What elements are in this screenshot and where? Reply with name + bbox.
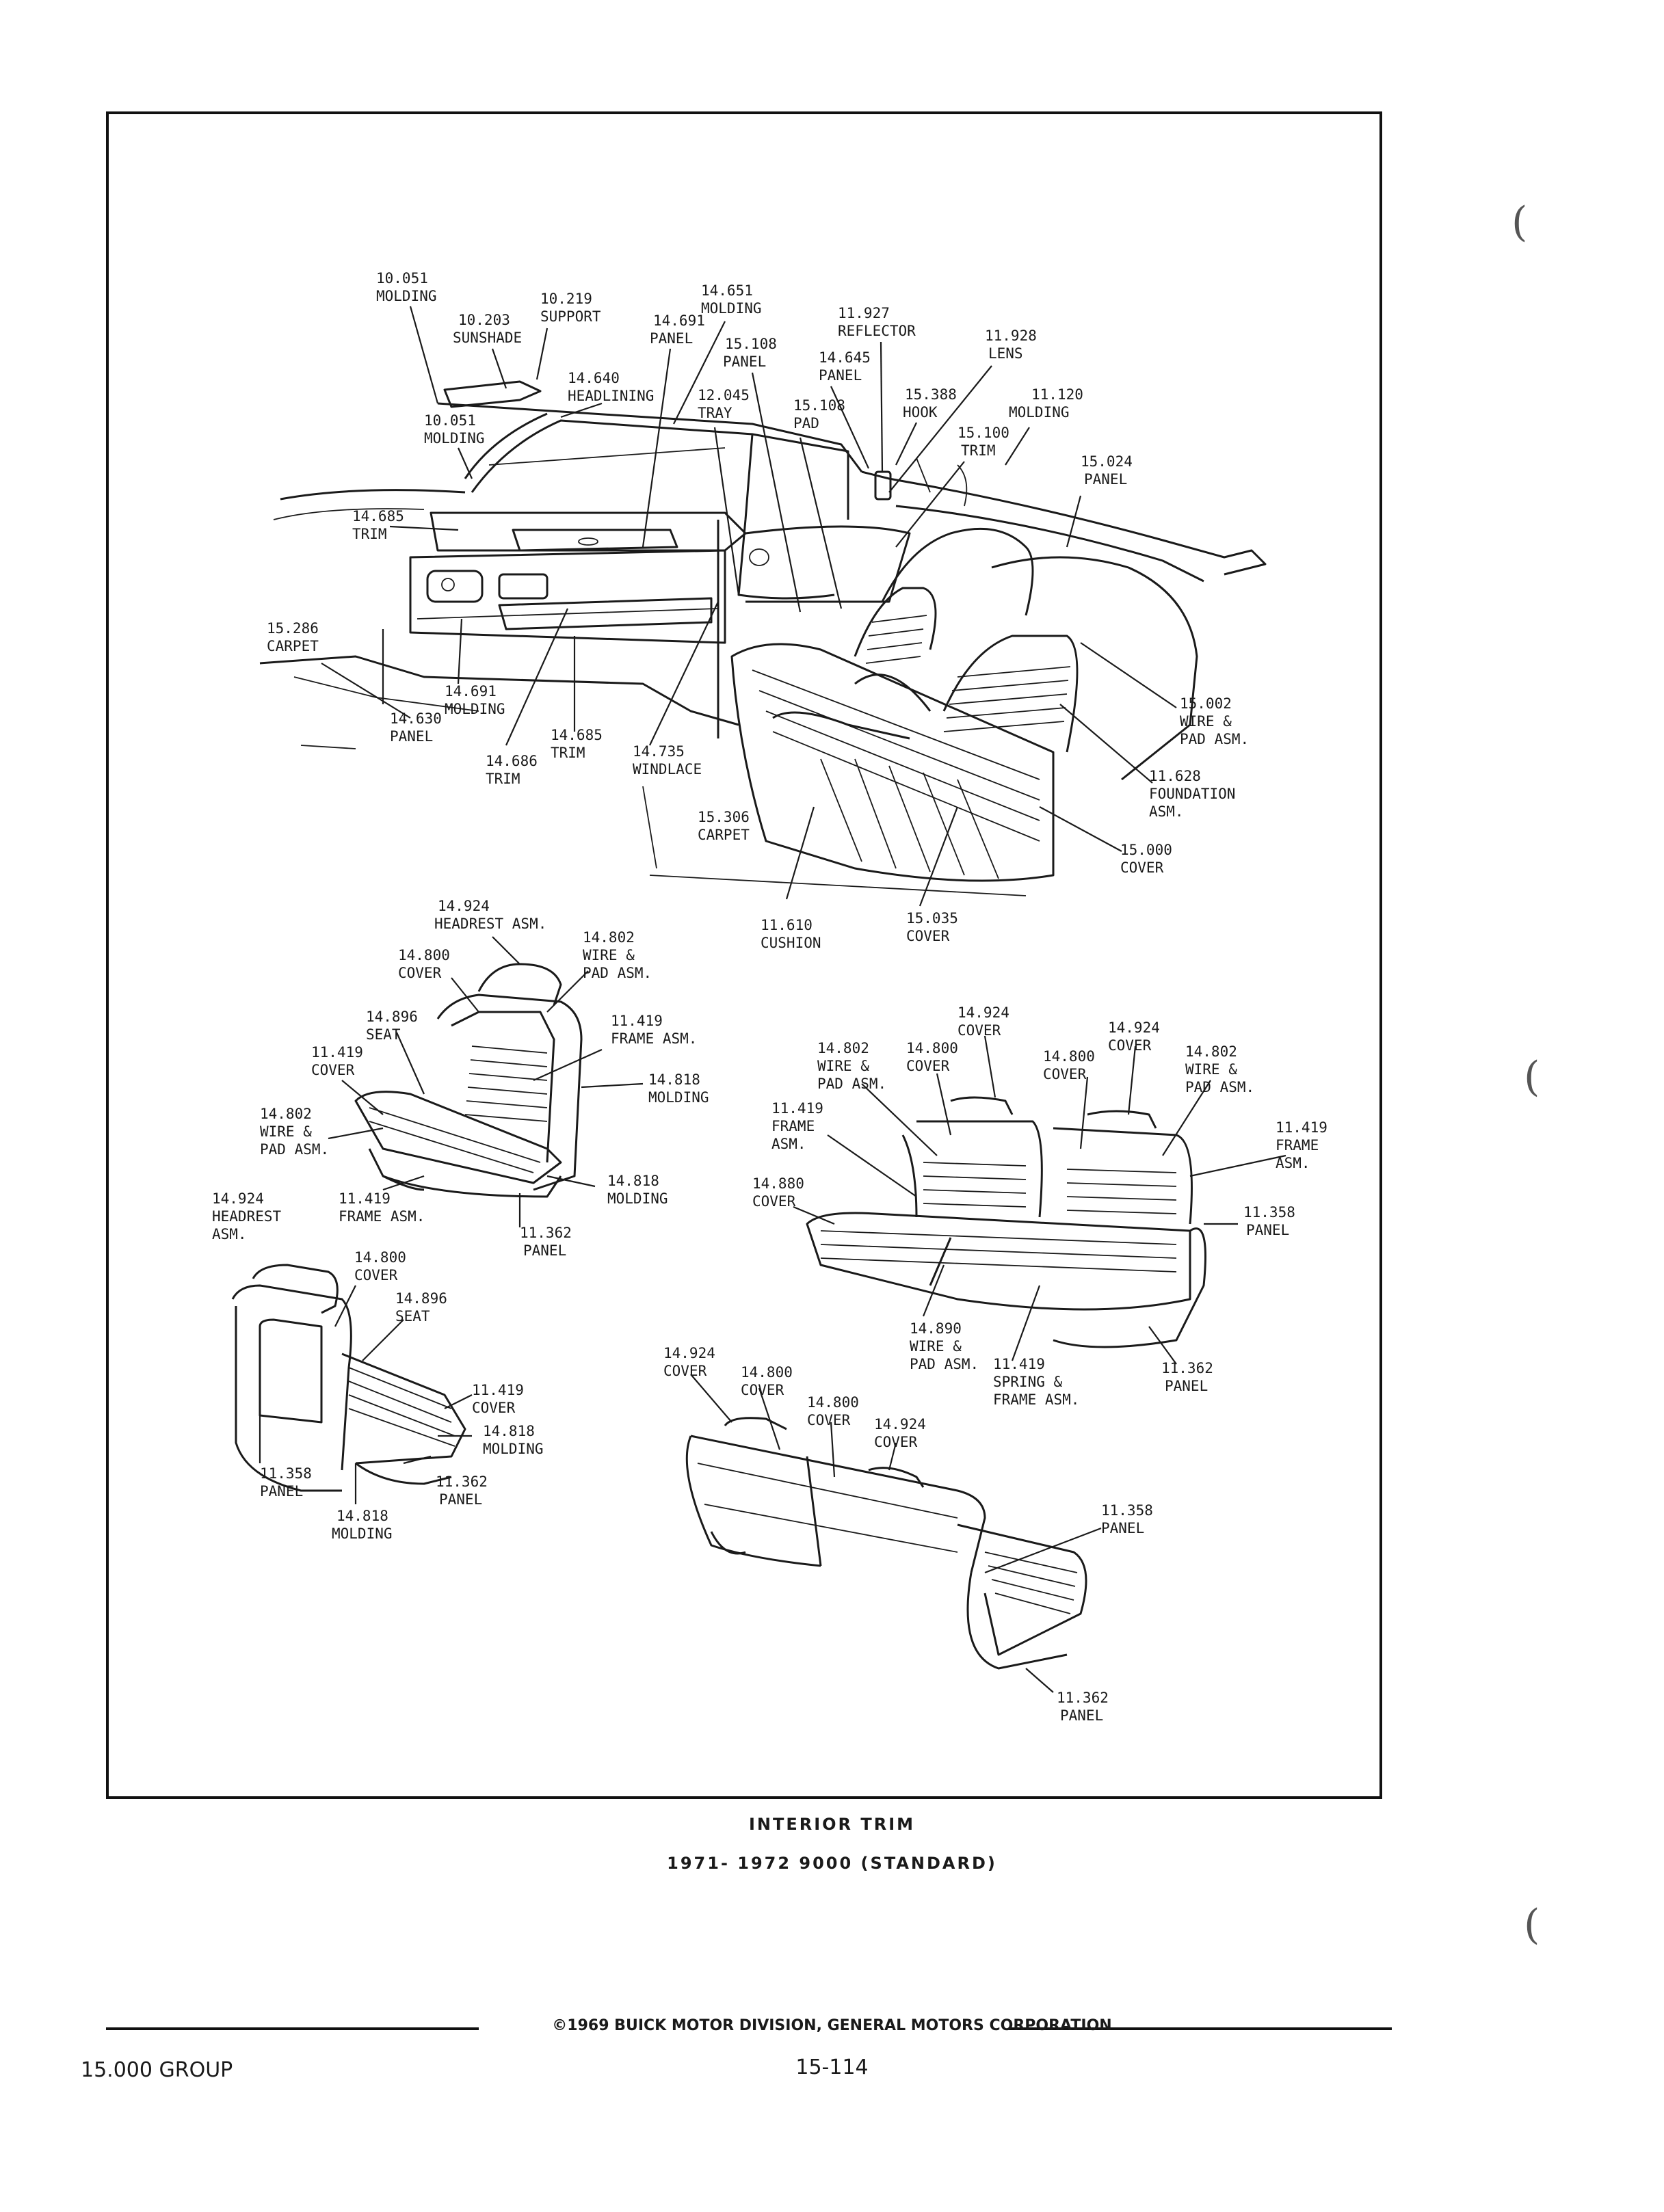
bucket-seat-illustration: [354, 963, 583, 1198]
diagram-frame: [106, 111, 1382, 1799]
margin-mark: (: [1524, 1053, 1540, 1101]
dashboard-illustration: [259, 380, 1267, 896]
footer-rule-left: [106, 2027, 479, 2030]
page-number: 15-114: [795, 2055, 869, 2079]
copyright-notice: ©1969 BUICK MOTOR DIVISION, GENERAL MOTO…: [552, 2017, 1112, 2034]
leader-lines: [259, 306, 1286, 1693]
split-bench-seat-illustration: [806, 1096, 1206, 1348]
diagram-title: INTERIOR TRIM: [748, 1815, 916, 1834]
margin-mark: (: [1524, 1901, 1540, 1949]
footer-rule-right: [1009, 2027, 1392, 2030]
group-label: 15.000 GROUP: [81, 2058, 233, 2082]
rear-seat-illustration: [730, 527, 1198, 882]
rear-bench-seat-illustration: [685, 1417, 1087, 1670]
margin-mark: (: [1511, 198, 1528, 246]
diagram-subtitle: 1971- 1972 9000 (STANDARD): [667, 1854, 997, 1873]
